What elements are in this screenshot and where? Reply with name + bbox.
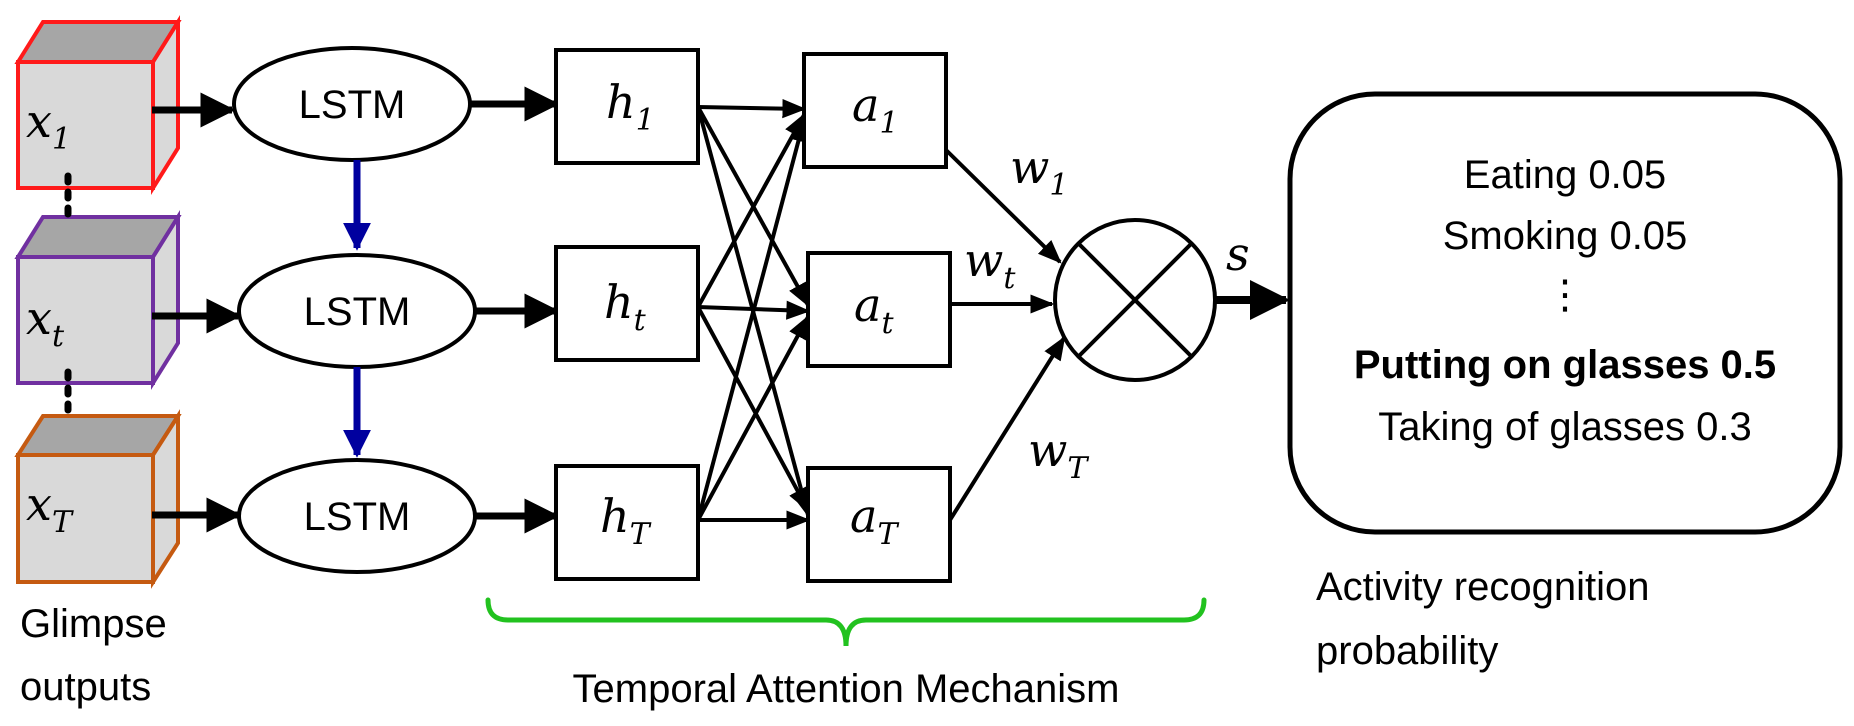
attention-box-a1: [802, 52, 948, 169]
edge-hT-a1: [696, 117, 808, 521]
glimpse-cube-xT: xT: [14, 409, 182, 589]
ht-label: ht: [604, 275, 647, 338]
attention-box-aT: [806, 466, 952, 583]
lstm-label-1: LSTM: [299, 83, 406, 127]
hidden-box-h1: [554, 48, 700, 165]
cube-front-face: [16, 453, 155, 584]
xT-label: xT: [26, 477, 74, 540]
probability-ellipsis: ⋮: [1545, 273, 1585, 317]
hidden-box-hT: [554, 464, 700, 581]
hidden-box-ht: [554, 245, 700, 362]
cube-top-face: [14, 20, 182, 64]
glimpse-caption-line2: outputs: [20, 665, 151, 709]
probability-item: Eating 0.05: [1464, 153, 1666, 197]
probability-item: Putting on glasses 0.5: [1354, 343, 1776, 387]
w1-label: w1: [1010, 140, 1068, 203]
x1-label: x1: [26, 94, 71, 157]
xt-label: xt: [26, 291, 65, 354]
multiply-node: [1053, 218, 1217, 382]
aT-label: aT: [850, 489, 899, 552]
arrow-aT-to-multiply: [948, 335, 1066, 522]
lstm-label-3: LSTM: [304, 495, 411, 539]
edge-hT-at: [696, 314, 810, 521]
a1-label: a1: [852, 78, 899, 141]
attention-box-at: [806, 251, 952, 368]
probability-item: Taking of glasses 0.3: [1378, 405, 1752, 449]
multiply-cross-2: [1076, 241, 1194, 359]
s-label: s: [1226, 227, 1250, 281]
cube-front-face: [16, 60, 155, 190]
h1-label: h1: [606, 75, 655, 138]
temporal-attention-brace: [485, 597, 1207, 647]
temporal-attention-caption: Temporal Attention Mechanism: [573, 667, 1120, 711]
output-caption-line1: Activity recognition: [1316, 565, 1649, 609]
edge-h1-a1: [697, 98, 807, 119]
attention-connections: [696, 98, 812, 530]
at-label: at: [854, 278, 894, 341]
edge-ht-a1: [696, 112, 806, 308]
wT-label: wT: [1028, 423, 1089, 486]
probability-item: Smoking 0.05: [1443, 214, 1688, 258]
wt-label: wt: [964, 233, 1016, 296]
hT-label: hT: [600, 489, 652, 552]
output-caption-line2: probability: [1316, 629, 1498, 673]
glimpse-caption-line1: Glimpse: [20, 602, 167, 646]
cube-front-face: [16, 255, 155, 385]
arrow-a1-to-multiply: [944, 148, 1062, 264]
glimpse-cube-x1: x1: [14, 15, 182, 195]
cube-top-face: [14, 414, 182, 457]
glimpse-cube-xt: xt: [14, 210, 182, 390]
cube-top-face: [14, 215, 182, 259]
lstm-label-2: LSTM: [304, 290, 411, 334]
output-probability-box: [1287, 91, 1843, 535]
edge-ht-aT: [696, 306, 810, 513]
